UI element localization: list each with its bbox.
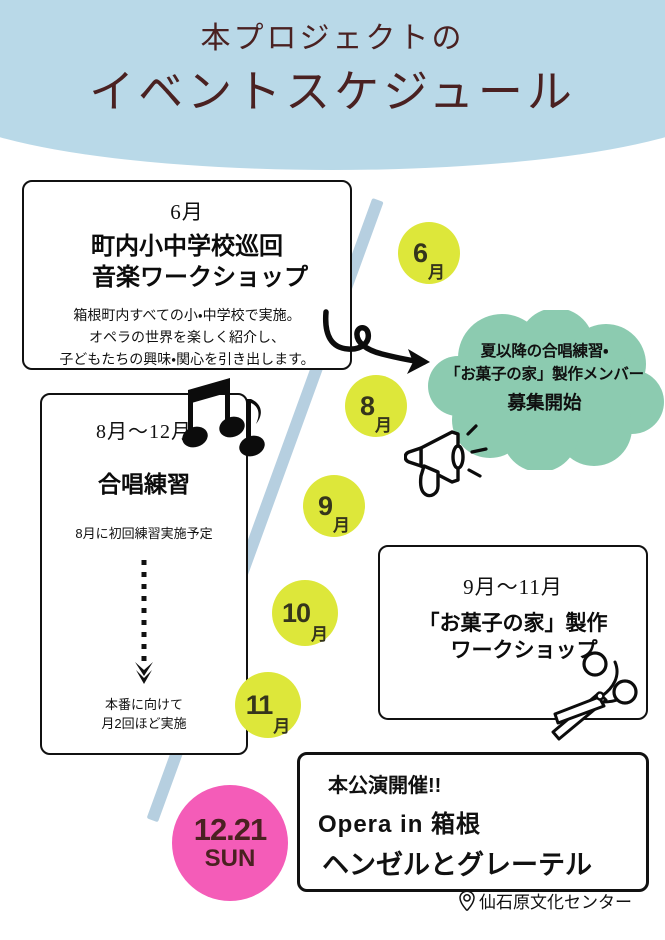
main-performance-venue-row: 仙石原文化センター	[300, 888, 632, 913]
card-workshop-month: 6月	[170, 200, 204, 224]
month-badge-6-number: 6	[412, 237, 428, 268]
card-school-workshop[interactable]: 6月 町内小中学校巡回 音楽ワークショップ 箱根町内すべての小・中学校で実施。 …	[22, 180, 352, 370]
cloud-line3: 募集開始	[507, 391, 582, 413]
month-badge-8-suffix: 月	[375, 416, 393, 435]
scissors-icon	[539, 648, 649, 753]
card-workshop-title-line2: 音楽ワークショップ	[92, 263, 308, 291]
location-pin-icon	[457, 889, 477, 913]
poster-header: 本プロジェクトの イベントスケジュール	[0, 18, 665, 123]
main-performance-subtitle: Opera in 箱根	[318, 811, 482, 838]
month-badge-11-number: 11	[245, 689, 274, 720]
dotted-down-arrow-icon	[135, 558, 153, 686]
card-workshop-body-line1: 箱根町内すべての小・中学校で実施。	[73, 307, 301, 324]
card-workshop-body: 箱根町内すべての小・中学校で実施。 オペラの世界を楽しく紹介し、 子どもたちの興…	[24, 305, 350, 370]
card-house-title-line1: 「お菓子の家」製作	[418, 612, 608, 635]
card-chorus-note-bottom: 本番に向けて 月2回ほど実施	[42, 696, 246, 734]
card-workshop-title-line1: 町内小中学校巡回	[91, 233, 283, 260]
card-house-title-line2: ワークショップ	[450, 638, 598, 662]
header-background-band	[0, 0, 665, 170]
month-badge-9-number: 9	[317, 490, 333, 521]
card-house-month: 9月〜11月	[463, 575, 563, 599]
music-notes-icon	[182, 372, 277, 472]
card-chorus-title: 合唱練習	[98, 471, 190, 497]
card-workshop-body-line2: オペラの世界を楽しく紹介し、	[89, 329, 285, 346]
month-badge-8-number: 8	[359, 390, 375, 421]
card-chorus-note-top: 8月に初回練習実施予定	[75, 526, 213, 542]
main-performance-headline: 本公演開催!!	[328, 775, 442, 797]
recruitment-cloud-bubble	[424, 308, 665, 472]
performance-date-badge[interactable]: 12.21 SUN	[172, 785, 288, 901]
curly-arrow-icon	[320, 306, 450, 401]
month-badge-10-number: 10	[281, 597, 311, 628]
card-chorus-month: 8月〜12月	[96, 421, 192, 443]
main-performance-venue-label: 仙石原文化センター	[479, 893, 632, 912]
card-chorus-practice[interactable]: 8月〜12月 合唱練習 8月に初回練習実施予定 本番に向けて 月2回ほど実施	[40, 393, 248, 755]
month-badge-6[interactable]: 6 月	[398, 222, 460, 284]
month-badge-11-suffix: 月	[273, 717, 291, 736]
cloud-line1: 夏以降の合唱練習・	[480, 343, 609, 360]
card-main-performance[interactable]: 本公演開催!! Opera in 箱根 ヘンゼルとグレーテル 仙石原文化センター	[297, 752, 649, 912]
card-sweets-house-workshop[interactable]: 9月〜11月 「お菓子の家」製作 ワークショップ	[378, 545, 648, 720]
card-workshop-body-line3: 子どもたちの興味・関心を引き出します。	[59, 350, 315, 367]
header-title: イベントスケジュール	[89, 67, 576, 117]
month-badge-8[interactable]: 8 月	[345, 375, 407, 437]
month-badge-10[interactable]: 10 月	[272, 580, 338, 646]
recruitment-cloud-text: 夏以降の合唱練習・ 「お菓子の家」製作メンバー 募集開始	[424, 340, 665, 416]
card-chorus-note-bottom-line2: 月2回ほど実施	[101, 716, 187, 732]
month-badge-9[interactable]: 9 月	[303, 475, 365, 537]
performance-date-weekday: SUN	[204, 845, 256, 873]
month-badge-11[interactable]: 11 月	[235, 672, 301, 738]
card-chorus-note-bottom-line1: 本番に向けて	[104, 697, 183, 713]
month-badge-9-suffix: 月	[333, 516, 351, 535]
performance-date-value: 12.21	[193, 811, 268, 847]
cloud-line2: 「お菓子の家」製作メンバー	[445, 366, 644, 384]
card-workshop-title: 町内小中学校巡回 音楽ワークショップ	[24, 232, 350, 293]
month-badge-6-suffix: 月	[428, 263, 446, 282]
megaphone-icon	[403, 418, 499, 508]
month-badge-10-suffix: 月	[311, 625, 329, 644]
card-house-title: 「お菓子の家」製作 ワークショップ	[380, 611, 646, 665]
main-performance-title: ヘンゼルとグレーテル	[322, 850, 592, 880]
header-subtitle: 本プロジェクトの	[200, 22, 465, 55]
